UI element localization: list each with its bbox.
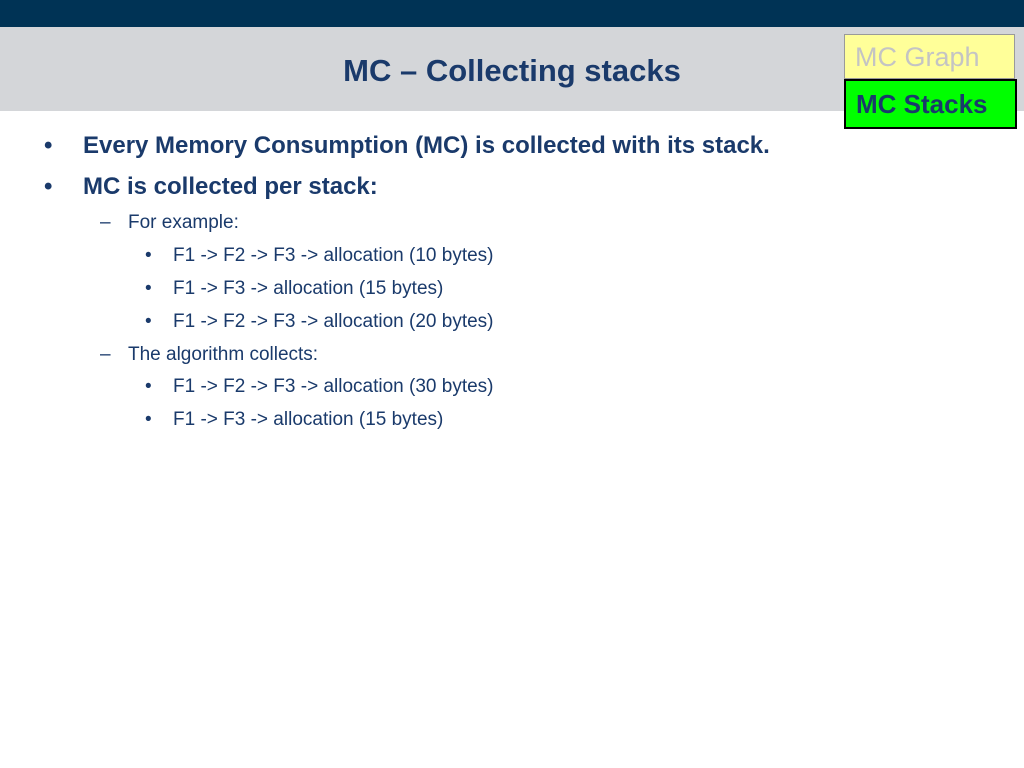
- mc-graph-button[interactable]: MC Graph: [844, 34, 1015, 79]
- bullet-text: Every Memory Consumption (MC) is collect…: [83, 132, 770, 159]
- stack-entry: F1 -> F2 -> F3 -> allocation (20 bytes): [173, 311, 494, 332]
- bullet-marker: •: [145, 376, 152, 397]
- sub-bullet-text: For example:: [128, 212, 239, 233]
- bullet-marker: •: [145, 409, 152, 430]
- sub-bullet-text: The algorithm collects:: [128, 344, 319, 365]
- stack-entry: F1 -> F2 -> F3 -> allocation (10 bytes): [173, 245, 494, 266]
- stack-entry: F1 -> F2 -> F3 -> allocation (30 bytes): [173, 376, 494, 397]
- bullet-marker: •: [145, 311, 152, 332]
- slide-title: MC – Collecting stacks: [343, 53, 681, 88]
- bullet-text: MC is collected per stack:: [83, 173, 378, 200]
- stack-entry: F1 -> F3 -> allocation (15 bytes): [173, 278, 444, 299]
- bullet-marker: •: [145, 278, 152, 299]
- stack-entry: F1 -> F3 -> allocation (15 bytes): [173, 409, 444, 430]
- bullet-marker: •: [44, 132, 53, 159]
- dash-marker: –: [100, 212, 111, 233]
- mc-stacks-button[interactable]: MC Stacks: [844, 79, 1017, 129]
- bullet-marker: •: [145, 245, 152, 266]
- dash-marker: –: [100, 344, 111, 365]
- top-bar: [0, 0, 1024, 27]
- bullet-marker: •: [44, 173, 53, 200]
